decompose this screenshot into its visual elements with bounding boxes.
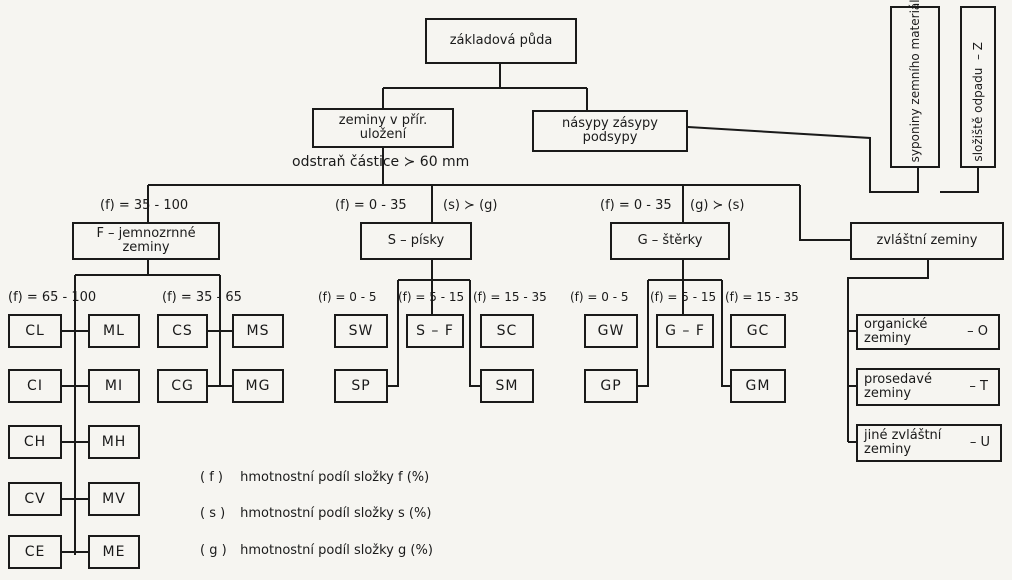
s-group-criterion: (f) = 0 - 35	[335, 198, 407, 213]
code-sw: SW	[334, 314, 388, 348]
code-cs: CS	[157, 314, 208, 348]
g-group-criterion-2: (g) ≻ (s)	[690, 198, 745, 213]
legend-key-g: ( g )	[200, 543, 227, 558]
code-cv: CV	[8, 482, 62, 516]
code-ml: ML	[88, 314, 140, 348]
code-gc: GC	[730, 314, 786, 348]
code-mh: MH	[88, 425, 140, 459]
code-gp: GP	[584, 369, 638, 403]
gravels-box: G – štěrky	[610, 222, 730, 260]
g-sub3-criterion: (f) = 15 - 35	[725, 290, 799, 304]
collapsible-soils-code: – T	[969, 379, 988, 394]
code-g-f: G – F	[656, 314, 714, 348]
other-special-soils-box: jiné zvláštní zeminy – U	[856, 424, 1002, 462]
sands-box: S – písky	[360, 222, 472, 260]
s-group-criterion-2: (s) ≻ (g)	[443, 198, 498, 213]
code-sp: SP	[334, 369, 388, 403]
code-ce: CE	[8, 535, 62, 569]
organic-soils-box: organické zeminy – O	[856, 314, 1000, 350]
other-special-soils-code: – U	[969, 435, 990, 450]
code-ci: CI	[8, 369, 62, 403]
f-group-criterion: (f) = 35 - 100	[100, 198, 189, 213]
remove-particles-note: odstraň částice ≻ 60 mm	[292, 154, 470, 170]
special-soils-box: zvláštní zeminy	[850, 222, 1004, 260]
g-sub2-criterion: (f) = 5 - 15	[650, 290, 717, 304]
code-me: ME	[88, 535, 140, 569]
s-sub1-criterion: (f) = 0 - 5	[318, 290, 377, 304]
s-sub3-criterion: (f) = 15 - 35	[473, 290, 547, 304]
other-special-soils-label: jiné zvláštní zeminy	[864, 428, 942, 457]
heap-y-box: syponiny zemního materiálu – Y	[890, 0, 940, 168]
code-cg: CG	[157, 369, 208, 403]
code-sm: SM	[480, 369, 534, 403]
code-mg: MG	[232, 369, 284, 403]
g-group-criterion: (f) = 0 - 35	[600, 198, 672, 213]
legend-text-g: hmotnostní podíl složky g (%)	[240, 543, 433, 558]
legend-item-g: ( g ) hmotnostní podíl složky g (%)	[200, 543, 433, 558]
code-sc: SC	[480, 314, 534, 348]
root-box: základová půda	[425, 18, 577, 64]
natural-soils-box: zeminy v přír. uložení	[312, 108, 454, 148]
legend-key-s: ( s )	[200, 506, 226, 521]
legend-item-s: ( s ) hmotnostní podíl složky s (%)	[200, 506, 431, 521]
legend-key-f: ( f )	[200, 470, 223, 485]
code-gm: GM	[730, 369, 786, 403]
heap-z-box: složiště odpadu – Z	[960, 6, 996, 168]
code-mv: MV	[88, 482, 140, 516]
code-ms: MS	[232, 314, 284, 348]
legend-text-s: hmotnostní podíl složky s (%)	[240, 506, 432, 521]
organic-soils-label: organické zeminy	[864, 317, 928, 346]
root-label: základová půda	[449, 33, 553, 48]
heap-z-label: složiště odpadu – Z	[971, 42, 985, 162]
code-ch: CH	[8, 425, 62, 459]
special-soils-label: zvláštní zeminy	[876, 233, 978, 248]
collapsible-soils-label: prosedavé zeminy	[864, 372, 932, 401]
f-sub-b-criterion: (f) = 35 - 65	[162, 290, 242, 305]
sands-label: S – písky	[387, 233, 445, 248]
legend-text-f: hmotnostní podíl složky f (%)	[240, 470, 430, 485]
s-sub2-criterion: (f) = 5 - 15	[398, 290, 465, 304]
collapsible-soils-box: prosedavé zeminy – T	[856, 368, 1000, 406]
fine-soils-box: F – jemnozrnné zeminy	[72, 222, 220, 260]
legend-item-f: ( f ) hmotnostní podíl složky f (%)	[200, 470, 429, 485]
code-gw: GW	[584, 314, 638, 348]
gravels-label: G – štěrky	[637, 233, 703, 248]
fine-soils-label: F – jemnozrnné zeminy	[96, 226, 196, 255]
code-cl: CL	[8, 314, 62, 348]
fill-deposits-box: násypy zásypy podsypy	[532, 110, 688, 152]
organic-soils-code: – O	[967, 324, 988, 339]
heap-y-label: syponiny zemního materiálu – Y	[908, 0, 922, 162]
code-s-f: S – F	[406, 314, 464, 348]
fill-deposits-label: násypy zásypy podsypy	[562, 116, 658, 145]
natural-soils-label: zeminy v přír. uložení	[338, 113, 428, 142]
f-sub-a-criterion: (f) = 65 - 100	[8, 290, 97, 305]
code-mi: MI	[88, 369, 140, 403]
g-sub1-criterion: (f) = 0 - 5	[570, 290, 629, 304]
